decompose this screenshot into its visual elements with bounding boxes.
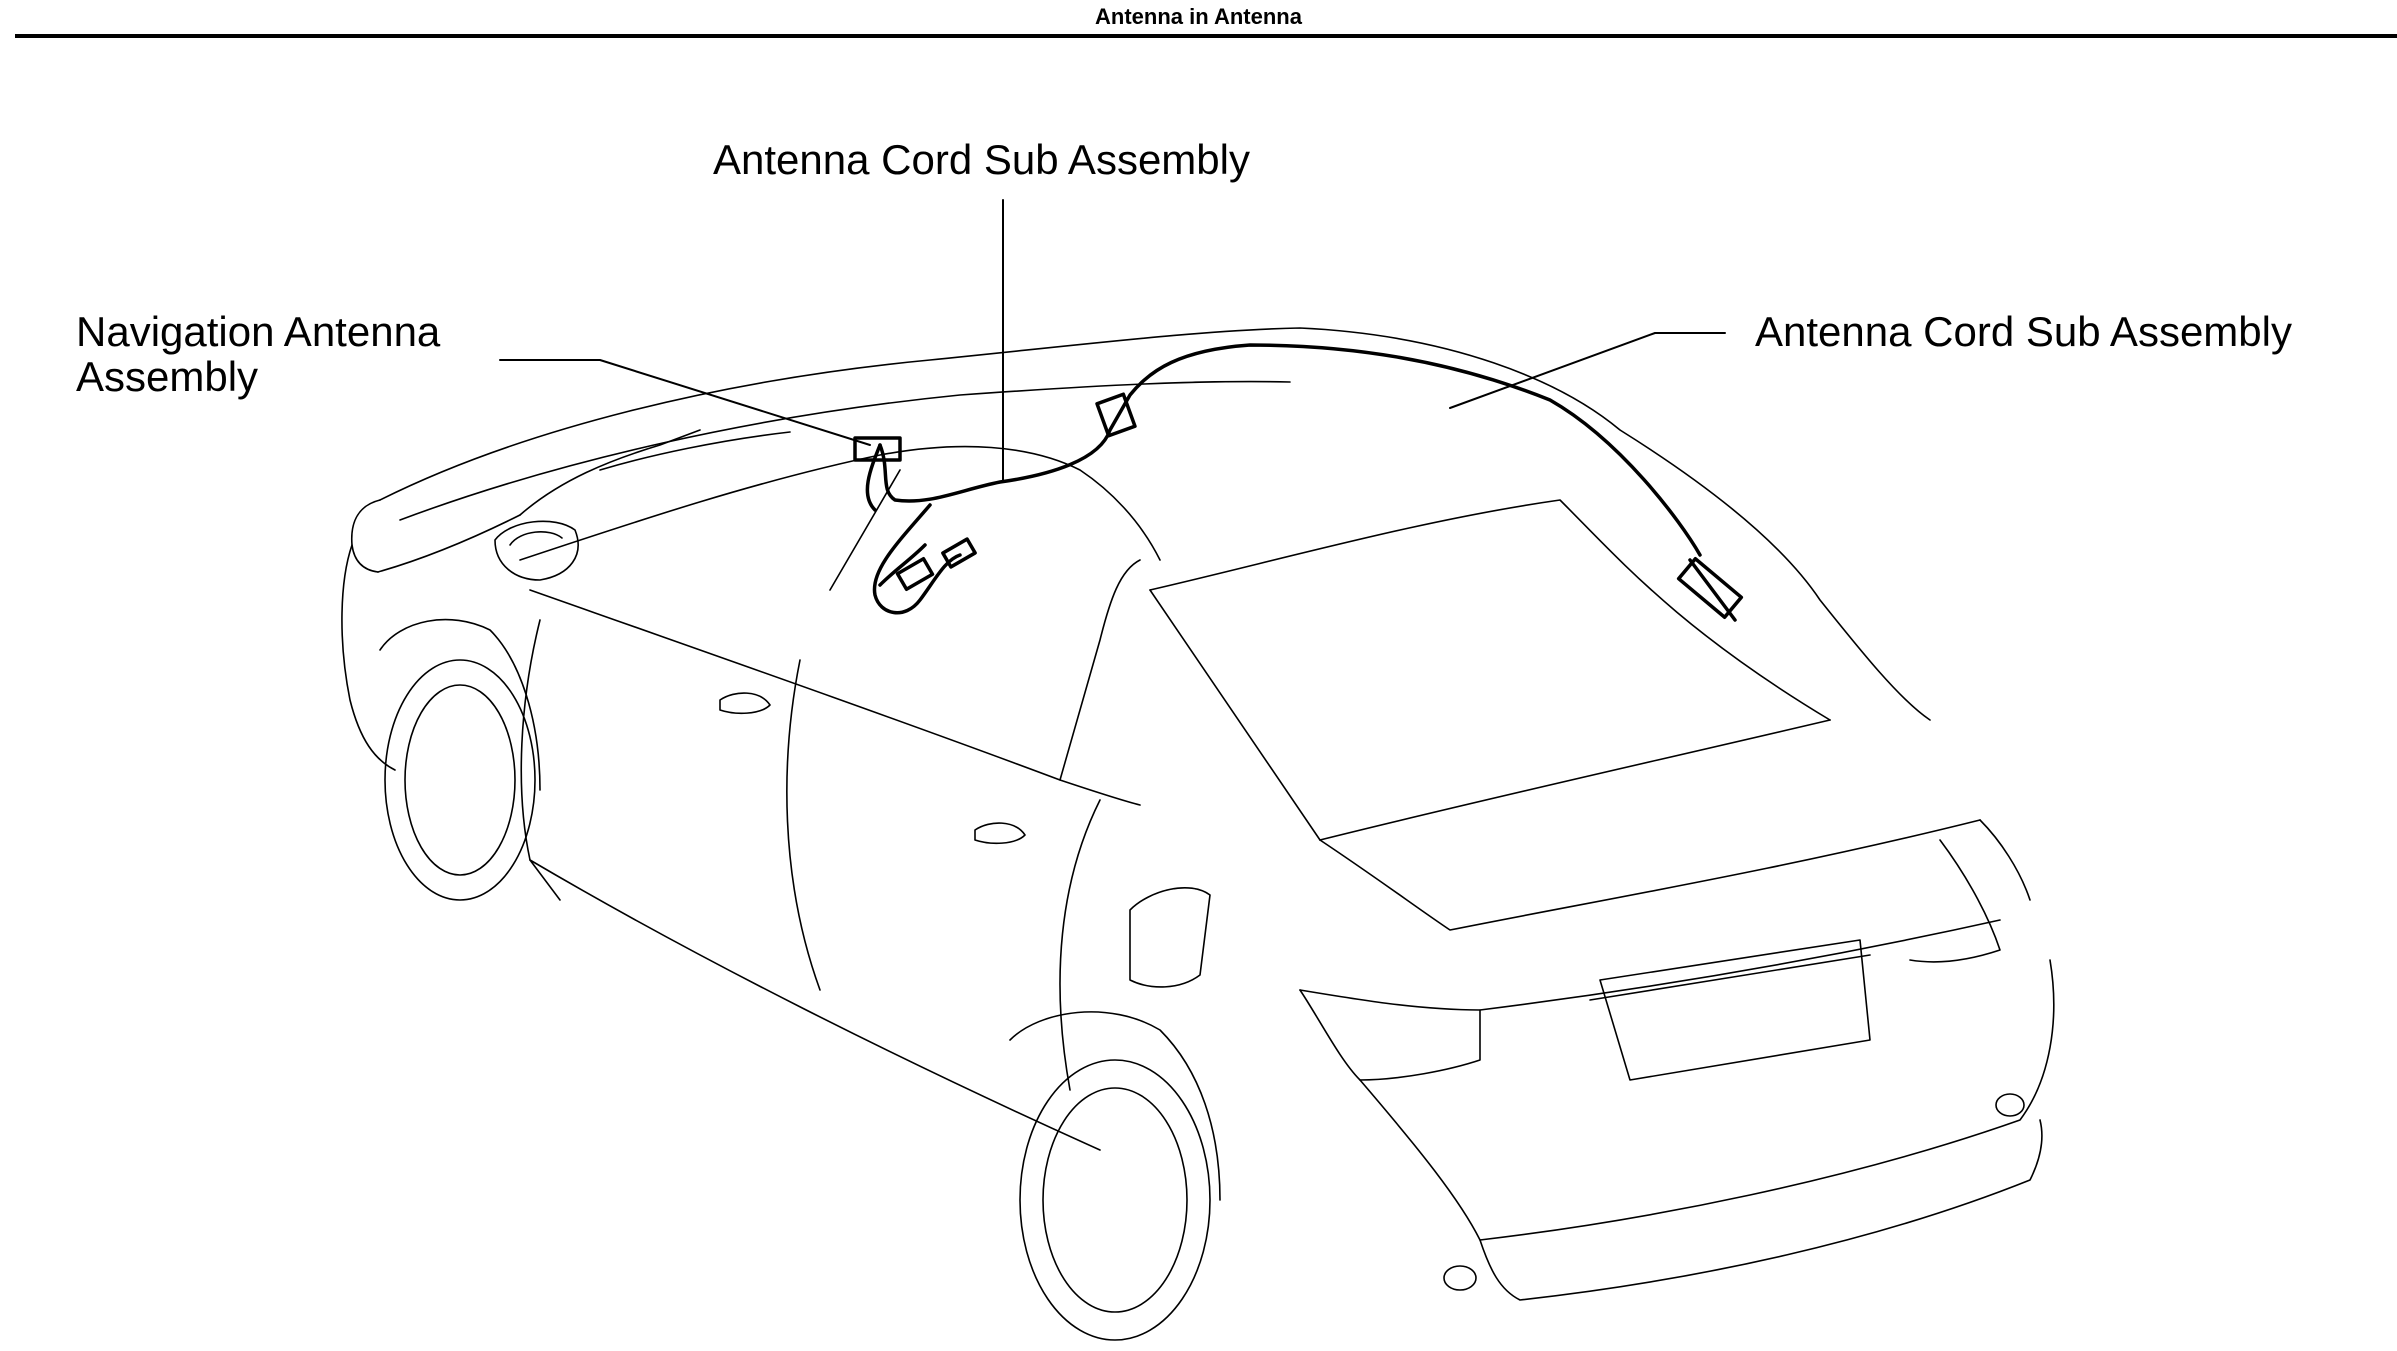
front-wheel [384, 659, 536, 901]
wheels [379, 618, 1221, 1341]
rear-wheel [1019, 1059, 1211, 1341]
leader-lines [499, 199, 1726, 483]
leader-cord-right [1449, 332, 1726, 409]
leader-navigation-antenna [499, 359, 871, 446]
page-title: Antenna in Antenna [1095, 4, 1302, 29]
callout-antenna-cord-top: Antenna Cord Sub Assembly [713, 136, 1250, 183]
callout-navigation-antenna-line2: Assembly [76, 353, 259, 400]
callout-antenna-cord-right: Antenna Cord Sub Assembly [1755, 308, 2292, 355]
car-body-outline [341, 327, 2055, 1301]
antenna-cord-assembly [853, 343, 1744, 622]
callout-navigation-antenna-line1: Navigation Antenna [76, 308, 441, 355]
header-divider [15, 34, 2397, 38]
